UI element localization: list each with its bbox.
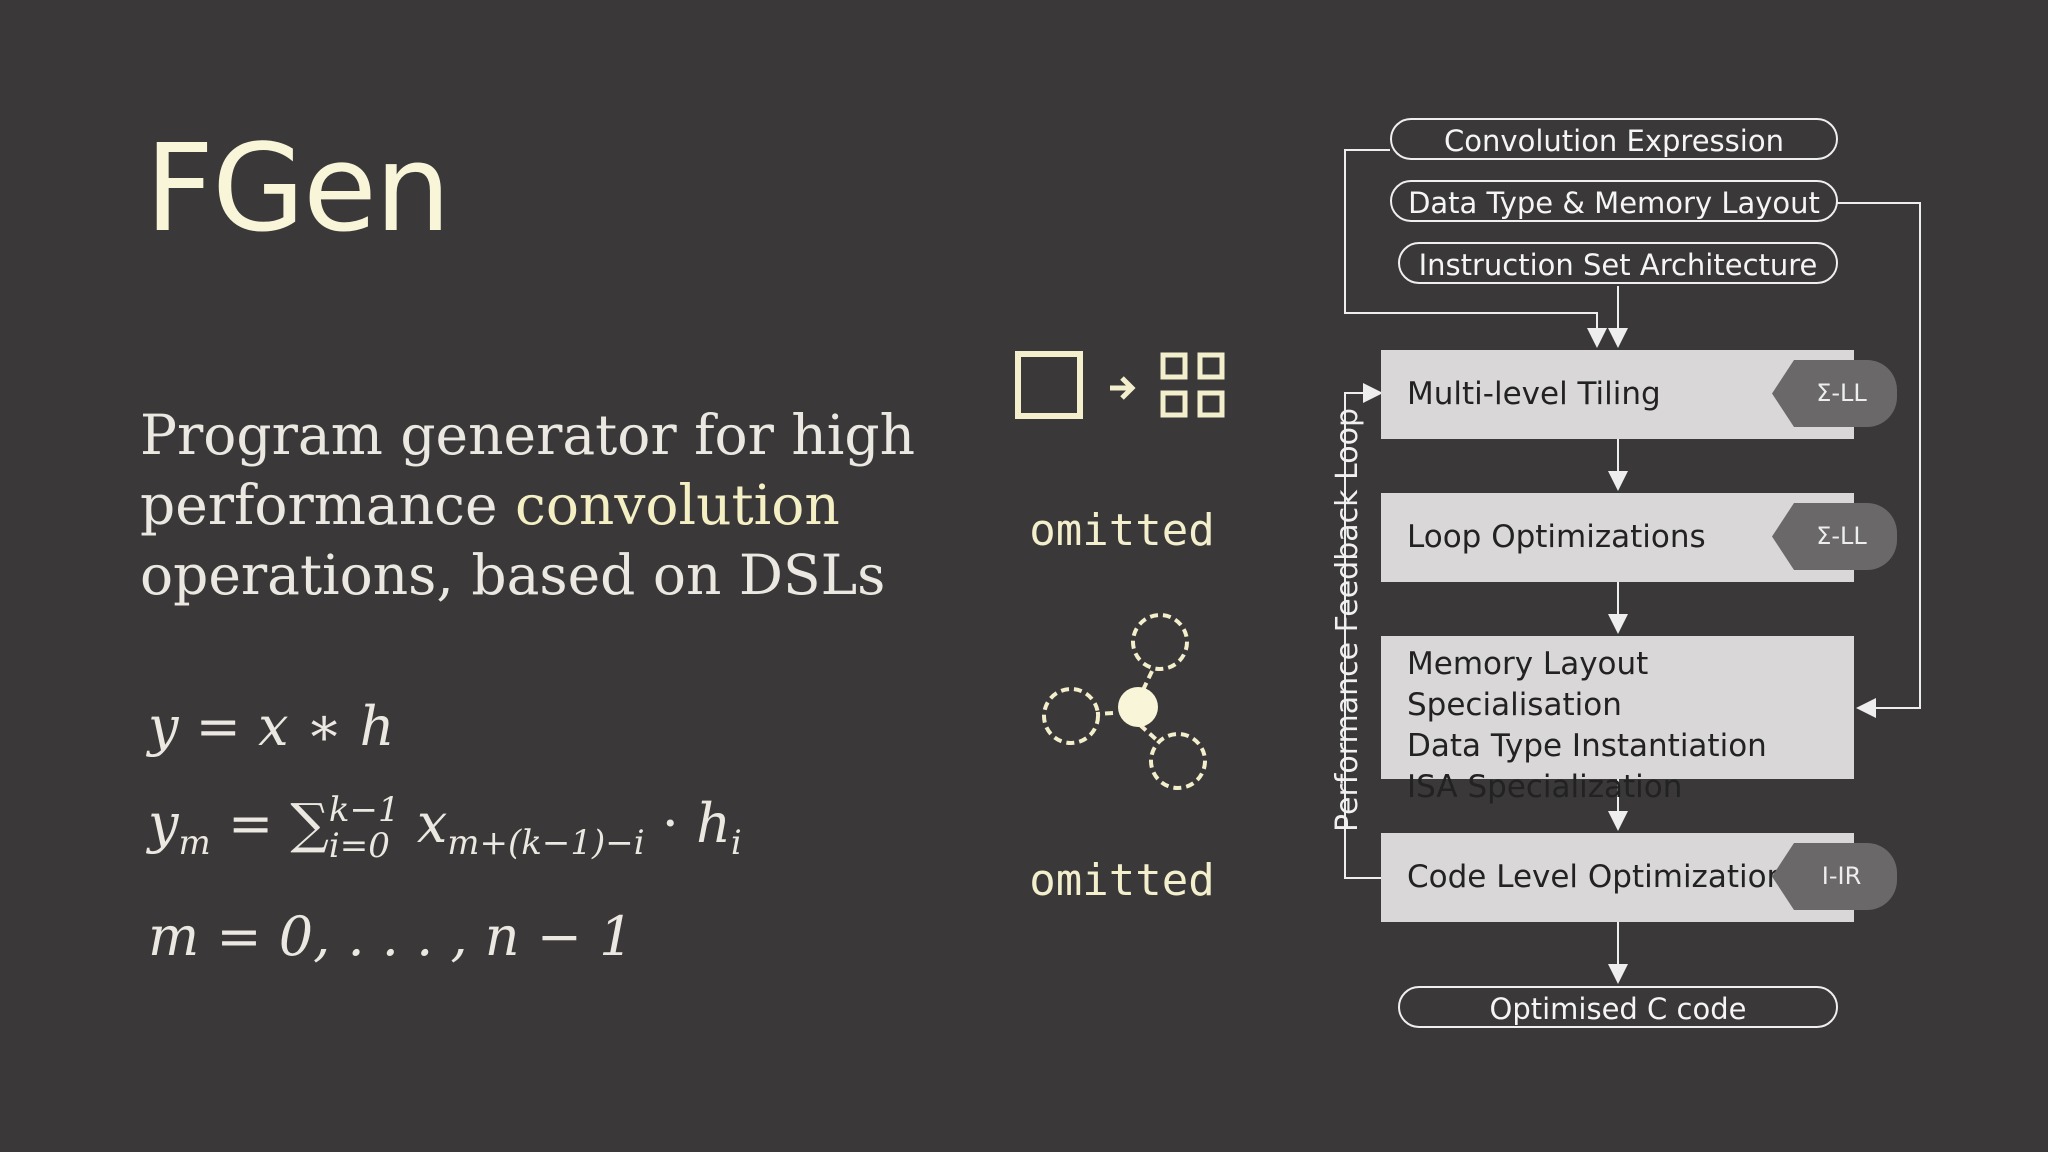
eq2-sum-sub: i=0	[328, 826, 390, 866]
equation-range: m = 0, . . . , n − 1	[148, 905, 634, 968]
eq2-lhs-sub: m	[178, 822, 211, 863]
network-icon	[1042, 613, 1207, 790]
stage-mem-line3: ISA Specialization	[1407, 769, 1683, 805]
subtitle-highlight: convolution	[515, 473, 840, 537]
stage-loop-label: Loop Optimizations	[1407, 519, 1706, 555]
tag-i-ir: I-IR	[1772, 843, 1897, 910]
input-instruction-set-architecture: Instruction Set Architecture	[1398, 242, 1838, 284]
input-convolution-expression: Convolution Expression	[1390, 118, 1838, 160]
output-optimised-c-code: Optimised C code	[1398, 986, 1838, 1028]
eq2-sum-sup: k−1	[328, 790, 400, 830]
slide-subtitle: Program generator for high performance c…	[140, 400, 960, 610]
tiling-icon	[1015, 351, 1225, 419]
stage-memory-specialisation: Memory Layout Specialisation Data Type I…	[1381, 636, 1854, 805]
input-data-type-memory-layout: Data Type & Memory Layout	[1390, 180, 1838, 222]
tag-sigma-ll-loop: Σ-LL	[1772, 503, 1897, 570]
feedback-loop-label: Performance Feedback Loop	[1330, 408, 1365, 832]
eq2-lhs: y	[148, 792, 179, 855]
equation-convolution: y = x ∗ h	[148, 695, 395, 758]
tag-sigma-ll-tiling: Σ-LL	[1772, 360, 1897, 427]
eq2-h-sub: i	[730, 822, 742, 863]
subtitle-part1: Program generator for high performance	[140, 403, 916, 537]
stage-mem-line2: Data Type Instantiation	[1407, 728, 1767, 764]
stage-mem-line1: Memory Layout Specialisation	[1407, 646, 1649, 723]
omitted-label-1: omitted	[1029, 505, 1215, 556]
subtitle-part2: operations, based on DSLs	[140, 543, 886, 607]
eq2-x-sub: m+(k−1)−i	[447, 822, 645, 863]
omitted-label-2: omitted	[1029, 855, 1215, 906]
slide-title: FGen	[145, 120, 451, 259]
stage-code-label: Code Level Optimization	[1407, 859, 1787, 895]
stage-tiling-label: Multi-level Tiling	[1407, 376, 1661, 412]
